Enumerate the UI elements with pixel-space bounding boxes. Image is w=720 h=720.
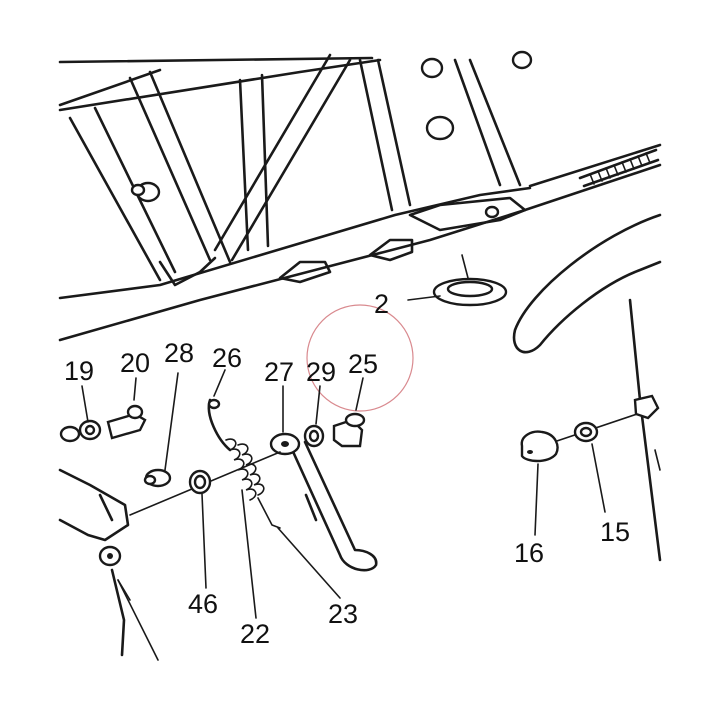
callout-2: 2 bbox=[374, 289, 389, 319]
callout-19: 19 bbox=[64, 356, 94, 386]
bolt-and-washer-parts bbox=[520, 394, 660, 463]
callout-46: 46 bbox=[188, 589, 218, 619]
callout-16: 16 bbox=[514, 538, 544, 568]
callout-labels: 2 15 16 19 20 22 23 25 26 27 28 29 46 bbox=[64, 289, 630, 649]
callout-20: 20 bbox=[120, 348, 150, 378]
callout-27: 27 bbox=[264, 357, 294, 387]
seal-ring-part bbox=[407, 254, 508, 307]
callout-22: 22 bbox=[240, 619, 270, 649]
callout-23: 23 bbox=[328, 599, 358, 629]
spring-coils bbox=[225, 438, 265, 501]
callout-29: 29 bbox=[306, 357, 336, 387]
leader-lines bbox=[81, 369, 606, 661]
callout-15: 15 bbox=[600, 517, 630, 547]
highlight-circle bbox=[306, 304, 414, 412]
threaded-rod bbox=[589, 152, 651, 185]
motorcycle-frame bbox=[58, 50, 662, 342]
callout-26: 26 bbox=[212, 343, 242, 373]
callout-28: 28 bbox=[164, 338, 194, 368]
side-stand-assembly bbox=[58, 398, 378, 657]
callout-25: 25 bbox=[348, 349, 378, 379]
